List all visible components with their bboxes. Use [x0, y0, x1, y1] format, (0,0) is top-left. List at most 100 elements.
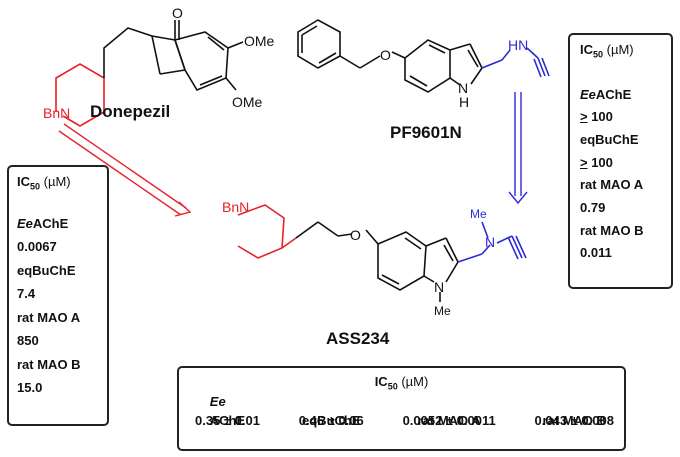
- donepezil-ic50-label: EeAChE: [17, 215, 99, 239]
- ass234-ic50-header: IC50 (µM): [179, 374, 624, 392]
- ass234-ic50-label: rat MAO A: [418, 394, 481, 428]
- pf9601n-ic50-label: EeAChE: [580, 86, 661, 109]
- pf9601n-ic50-value: > 100: [580, 108, 661, 131]
- ic50-subscript: 50: [593, 49, 604, 60]
- ass234-ether-o: O: [350, 227, 361, 243]
- ass234-amine-methyl: Me: [470, 207, 487, 221]
- ass234-ic50-value: 0.0052 ± 0.0011: [402, 413, 496, 428]
- ass234-propargylamine: [457, 221, 527, 263]
- label-text: AChE: [32, 215, 69, 231]
- donepezil-indanone: [103, 20, 244, 92]
- label-text: rat MAO B: [542, 413, 607, 428]
- pf9601n-ic50-box: IC50 (µM) EeAChE > 100 eqBuChE > 100 rat…: [568, 33, 673, 289]
- label-text: rat MAO A: [417, 413, 481, 428]
- ic50-unit: (µM): [43, 174, 71, 189]
- value-text: 100: [587, 109, 613, 125]
- pf9601n-ic50-list: EeAChE > 100 eqBuChE > 100 rat MAO A 0.7…: [580, 86, 661, 268]
- ass234-bnn-label: BnN: [222, 199, 249, 215]
- donepezil-ic50-label: rat MAO A: [17, 309, 99, 333]
- donepezil-carbonyl-o: O: [172, 5, 183, 21]
- pf9601n-ether-o: O: [380, 47, 391, 63]
- donepezil-bnn-label: BnN: [43, 105, 70, 121]
- pf9601n-ic50-label: rat MAO A: [580, 176, 661, 199]
- donepezil-ic50-label: eqBuChE: [17, 262, 99, 286]
- label-text: AChE: [595, 86, 632, 102]
- value-text: 100: [587, 154, 613, 170]
- donepezil-ic50-list: EeAChE 0.0067 eqBuChE 7.4 rat MAO A 850 …: [17, 215, 99, 403]
- value-text: 0.79: [580, 200, 606, 216]
- ass234-ic50-value: 0.35 ± 0.01: [195, 413, 260, 428]
- donepezil-ome-2: OMe: [232, 94, 263, 110]
- label-italic: Ee: [17, 215, 33, 231]
- donepezil-ic50-box: IC50 (µM) EeAChE 0.0067 eqBuChE 7.4 rat …: [7, 165, 109, 426]
- ass234-n-methyl: Me: [434, 304, 451, 318]
- pf9601n-ic50-header: IC50 (µM): [580, 41, 661, 64]
- ass234-ic50-column: rat MAO A 0.0052 ± 0.0011: [403, 394, 496, 432]
- ass234-ic50-column: eqBuChE 0.46 ± 0.06: [299, 394, 364, 432]
- ge-sign: >: [580, 109, 588, 125]
- donepezil-ome-1: OMe: [244, 33, 275, 49]
- label-text: eqBuChE: [580, 131, 639, 147]
- ass234-ic50-label: rat MAO B: [542, 394, 606, 428]
- donepezil-ic50-header: IC50 (µM): [17, 173, 99, 196]
- label-text: eqBuChE: [17, 262, 76, 278]
- pf9601n-ic50-value: 0.79: [580, 199, 661, 222]
- ic50-prefix: IC: [580, 42, 593, 57]
- donepezil-ic50-value: 15.0: [17, 380, 43, 396]
- donepezil-ic50-label: rat MAO B: [17, 356, 99, 380]
- ic50-prefix: IC: [374, 374, 388, 389]
- label-text: rat MAO B: [17, 356, 81, 372]
- ass234-ic50-value: 0.043 ± 0.008: [534, 413, 614, 428]
- pf9601n-indole: [404, 39, 483, 93]
- ic50-unit: (µM): [606, 42, 634, 57]
- ic50-unit: (µM): [401, 374, 429, 389]
- label-italic: [418, 394, 481, 413]
- donepezil-ic50-value: 850: [17, 333, 39, 349]
- donepezil-ic50-value: 7.4: [17, 286, 36, 302]
- pf9601n-ic50-label: eqBuChE: [580, 131, 661, 154]
- ass234-ic50-column: rat MAO B 0.043 ± 0.008: [535, 394, 614, 432]
- label-text: eqBuChE: [302, 413, 361, 428]
- ge-sign: >: [580, 154, 588, 170]
- ass234-name: ASS234: [326, 329, 390, 348]
- label-text: AChE: [209, 413, 246, 428]
- label-italic: [542, 394, 606, 413]
- ass234-indole-n: N: [434, 279, 444, 295]
- pf9601n-indole-h: H: [459, 94, 469, 110]
- label-text: rat MAO A: [17, 309, 81, 325]
- donepezil-structure: BnN O OMe OMe Donepezil: [43, 5, 275, 127]
- pf9601n-name: PF9601N: [390, 123, 462, 142]
- ass234-structure: BnN O N Me N Me ASS234: [222, 199, 527, 348]
- label-italic: [302, 394, 361, 413]
- ass234-linker-indole: [295, 221, 459, 302]
- donepezil-piperidine-ring: [55, 63, 105, 127]
- pf9601n-propargylamine: [481, 47, 550, 78]
- ass234-ic50-value: 0.46 ± 0.06: [298, 413, 364, 428]
- ass234-piperidine-ring: [237, 204, 297, 259]
- label-italic: Ee: [209, 394, 226, 409]
- pf9601n-benzyl-ether: [297, 19, 406, 69]
- label-text: rat MAO A: [580, 177, 644, 193]
- ic50-subscript: 50: [387, 381, 398, 392]
- ass234-amine-n: N: [485, 234, 495, 250]
- pf9601n-ic50-value: 0.011: [580, 244, 661, 267]
- pf9601n-structure: O N H HN PF9601N: [297, 19, 550, 142]
- donepezil-ic50-value: 0.0067: [17, 239, 57, 255]
- value-text: 0.011: [580, 245, 612, 261]
- ic50-subscript: 50: [30, 181, 41, 192]
- donepezil-name: Donepezil: [90, 102, 170, 121]
- pf9601n-indole-n: N: [458, 80, 468, 96]
- pf9601n-ic50-label: rat MAO B: [580, 222, 661, 245]
- ic50-prefix: IC: [17, 174, 30, 189]
- pf9601n-hn-label: HN: [508, 37, 528, 53]
- donepezil-to-ass234-arrow: [58, 123, 192, 217]
- pf9601n-to-ass234-arrow: [508, 92, 528, 205]
- label-text: rat MAO B: [580, 222, 644, 238]
- label-italic: Ee: [580, 86, 596, 102]
- pf9601n-ic50-value: > 100: [580, 154, 661, 177]
